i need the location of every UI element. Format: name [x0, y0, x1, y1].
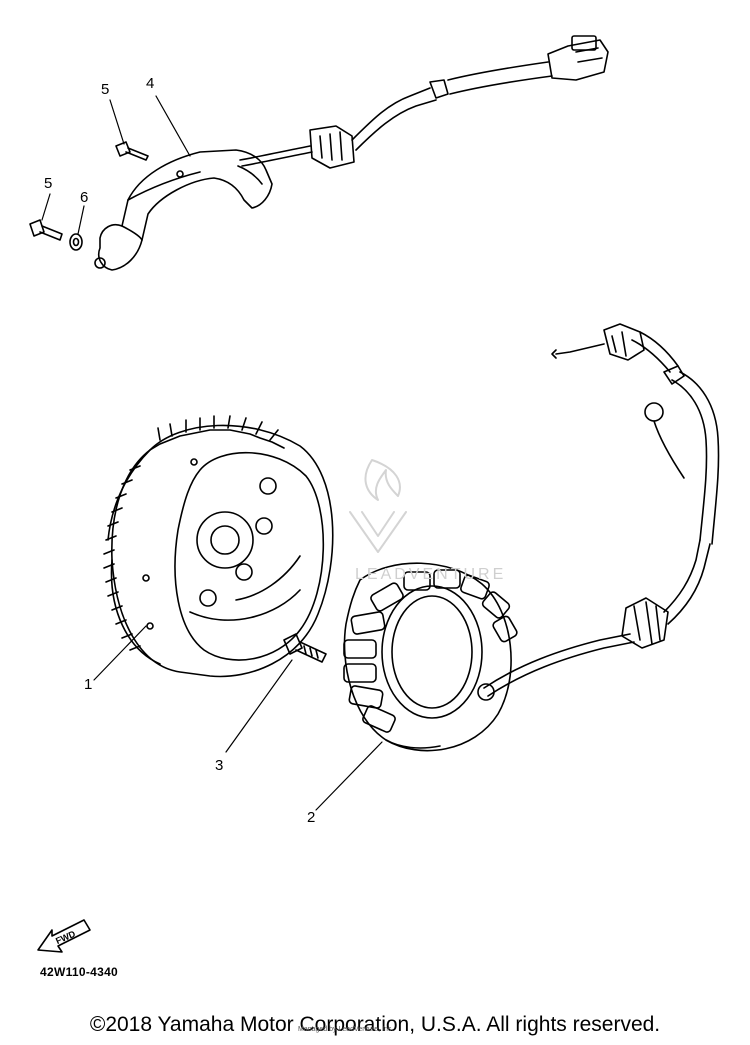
leader-lines-upper: [41, 95, 191, 235]
flywheel-rotor: [103, 415, 334, 678]
bolt-upper: [115, 141, 149, 161]
washer: [69, 233, 83, 251]
diagram-part-code: 42W110-4340: [40, 965, 119, 979]
callout-number: 2: [307, 809, 316, 826]
callout-number: 6: [80, 189, 89, 206]
callout-number: 5: [101, 81, 110, 98]
bolt-lower: [29, 219, 63, 241]
callout-number: 3: [215, 757, 224, 774]
fwd-label: FWD: [54, 928, 77, 946]
credit-line: Managed by LeadVenture, Inc.: [298, 1026, 394, 1033]
fwd-arrow-icon: FWD: [37, 919, 91, 953]
watermark-text: LEADVENTURE: [355, 566, 507, 583]
stator-coil: [343, 562, 518, 752]
callout-number: 5: [44, 175, 53, 192]
pickup-coil-harness: [239, 35, 609, 169]
callout-number: 4: [146, 75, 155, 92]
copyright-notice: ©2018 Yamaha Motor Corporation, U.S.A. A…: [89, 1013, 661, 1036]
pickup-coil-bracket: [94, 149, 273, 271]
leader-lines-lower: [93, 625, 383, 811]
callout-number: 1: [84, 676, 93, 693]
stator-harness: [477, 323, 720, 701]
watermark-logo: [349, 459, 407, 553]
stator-bolt: [283, 633, 327, 663]
